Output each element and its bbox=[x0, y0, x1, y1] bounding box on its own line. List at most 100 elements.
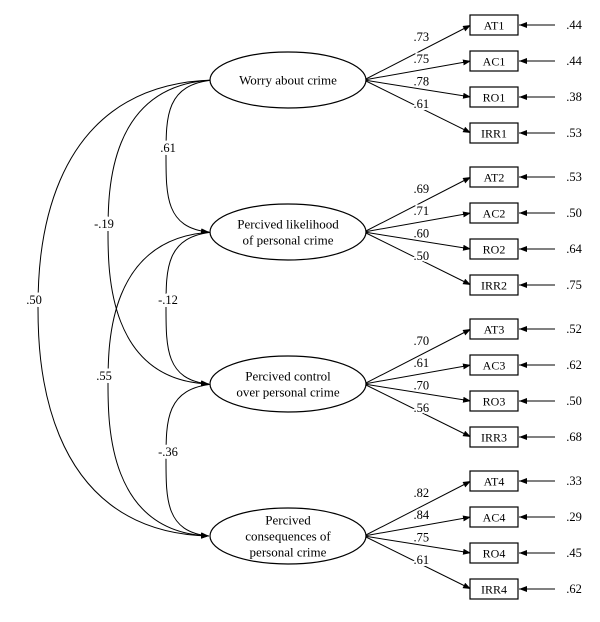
error-variance-label: .52 bbox=[566, 322, 582, 336]
loading-path bbox=[363, 535, 472, 590]
loading-label: .70 bbox=[413, 334, 429, 348]
indicator-label: AC3 bbox=[483, 359, 506, 373]
indicator-label: AT3 bbox=[484, 323, 505, 337]
correlation-arc bbox=[165, 380, 223, 539]
latent-factor-label: of personal crime bbox=[243, 233, 334, 248]
error-variance-label: .62 bbox=[566, 358, 582, 372]
indicator-box bbox=[469, 354, 519, 376]
error-variance-label: .64 bbox=[566, 242, 582, 256]
loading-path bbox=[363, 231, 472, 286]
loading-label: .73 bbox=[413, 30, 429, 44]
correlation-layer: .61 -.12 -.36 -.19 .55 .50 bbox=[23, 76, 223, 539]
correlation-label: .50 bbox=[26, 293, 42, 307]
error-variance-label: .53 bbox=[566, 170, 582, 184]
indicator-box bbox=[469, 318, 519, 340]
loading-label: .50 bbox=[413, 249, 429, 263]
indicator-label: IRR2 bbox=[481, 279, 507, 293]
indicator-box bbox=[469, 578, 519, 600]
loading-label: .70 bbox=[413, 379, 429, 393]
loading-path-layer: .73.75.78.61.69.71.60.50.70.61.70.56.82.… bbox=[363, 24, 472, 590]
correlation-label: -.12 bbox=[158, 293, 178, 307]
loading-path bbox=[363, 176, 472, 233]
latent-factor-label: consequences of bbox=[245, 529, 331, 544]
correlation-label: .61 bbox=[160, 141, 176, 155]
error-variance-label: .75 bbox=[566, 278, 582, 292]
indicator-layer: AT1.44AC1.44RO1.38IRR1.53AT2.53AC2.50RO2… bbox=[469, 14, 583, 600]
indicator-box bbox=[469, 86, 519, 108]
indicator-box bbox=[469, 122, 519, 144]
loading-path bbox=[363, 211, 472, 233]
error-variance-label: .33 bbox=[566, 474, 582, 488]
indicator-box bbox=[469, 238, 519, 260]
loading-path bbox=[363, 515, 472, 537]
indicator-label: RO4 bbox=[483, 547, 506, 561]
latent-factor-label: personal crime bbox=[250, 545, 327, 560]
indicator-box bbox=[469, 166, 519, 188]
loading-path bbox=[363, 535, 472, 555]
latent-factor-ellipse bbox=[209, 355, 367, 413]
correlation-arc bbox=[107, 228, 223, 539]
error-variance-label: .44 bbox=[566, 18, 582, 32]
latent-factor-label: over personal crime bbox=[236, 385, 339, 400]
error-variance-label: .29 bbox=[566, 510, 582, 524]
indicator-label: AC1 bbox=[483, 55, 506, 69]
loading-label: .61 bbox=[413, 356, 429, 370]
indicator-box bbox=[469, 506, 519, 528]
loading-label: .61 bbox=[413, 553, 429, 567]
indicator-label: IRR4 bbox=[481, 583, 507, 597]
correlation-arc bbox=[37, 76, 223, 539]
loading-path bbox=[363, 231, 472, 251]
latent-factor-label: Percived control bbox=[245, 369, 331, 384]
indicator-label: AC4 bbox=[483, 511, 506, 525]
loading-path bbox=[363, 480, 472, 537]
indicator-label: AT4 bbox=[484, 475, 505, 489]
indicator-box bbox=[469, 274, 519, 296]
indicator-box bbox=[469, 14, 519, 36]
indicator-box bbox=[469, 202, 519, 224]
loading-path bbox=[363, 383, 472, 438]
correlation-label: .55 bbox=[96, 369, 112, 383]
indicator-label: AC2 bbox=[483, 207, 506, 221]
indicator-label: RO1 bbox=[483, 91, 506, 105]
loading-path bbox=[363, 328, 472, 385]
loading-label: .84 bbox=[413, 508, 429, 522]
indicator-label: AT1 bbox=[484, 19, 505, 33]
correlation-label: -.19 bbox=[94, 217, 114, 231]
error-variance-label: .38 bbox=[566, 90, 582, 104]
loading-label: .82 bbox=[413, 486, 429, 500]
indicator-box bbox=[469, 542, 519, 564]
latent-factor-ellipse bbox=[209, 51, 367, 109]
loading-path bbox=[363, 79, 472, 99]
loading-label: .71 bbox=[413, 204, 429, 218]
indicator-box bbox=[469, 426, 519, 448]
indicator-box bbox=[469, 50, 519, 72]
error-variance-label: .68 bbox=[566, 430, 582, 444]
indicator-box bbox=[469, 470, 519, 492]
loading-label: .75 bbox=[413, 52, 429, 66]
correlation-arc bbox=[165, 76, 223, 235]
loading-label: .60 bbox=[413, 227, 429, 241]
error-variance-label: .53 bbox=[566, 126, 582, 140]
indicator-box bbox=[469, 390, 519, 412]
indicator-label: AT2 bbox=[484, 171, 505, 185]
latent-factor-ellipse bbox=[209, 203, 367, 261]
latent-factor-label: Percived likelihood bbox=[237, 217, 339, 232]
error-variance-label: .50 bbox=[566, 206, 582, 220]
loading-path bbox=[363, 24, 472, 81]
error-variance-label: .44 bbox=[566, 54, 582, 68]
correlation-arc bbox=[165, 228, 223, 387]
loading-path bbox=[363, 79, 472, 134]
indicator-label: IRR3 bbox=[481, 431, 507, 445]
indicator-label: RO3 bbox=[483, 395, 506, 409]
indicator-label: IRR1 bbox=[481, 127, 507, 141]
indicator-label: RO2 bbox=[483, 243, 506, 257]
error-variance-label: .62 bbox=[566, 582, 582, 596]
latent-factor-ellipse bbox=[209, 507, 367, 565]
loading-label: .61 bbox=[413, 97, 429, 111]
latent-factor-label: Worry about crime bbox=[239, 73, 337, 88]
loading-label: .56 bbox=[413, 401, 429, 415]
error-variance-label: .45 bbox=[566, 546, 582, 560]
correlation-label: -.36 bbox=[158, 445, 178, 459]
